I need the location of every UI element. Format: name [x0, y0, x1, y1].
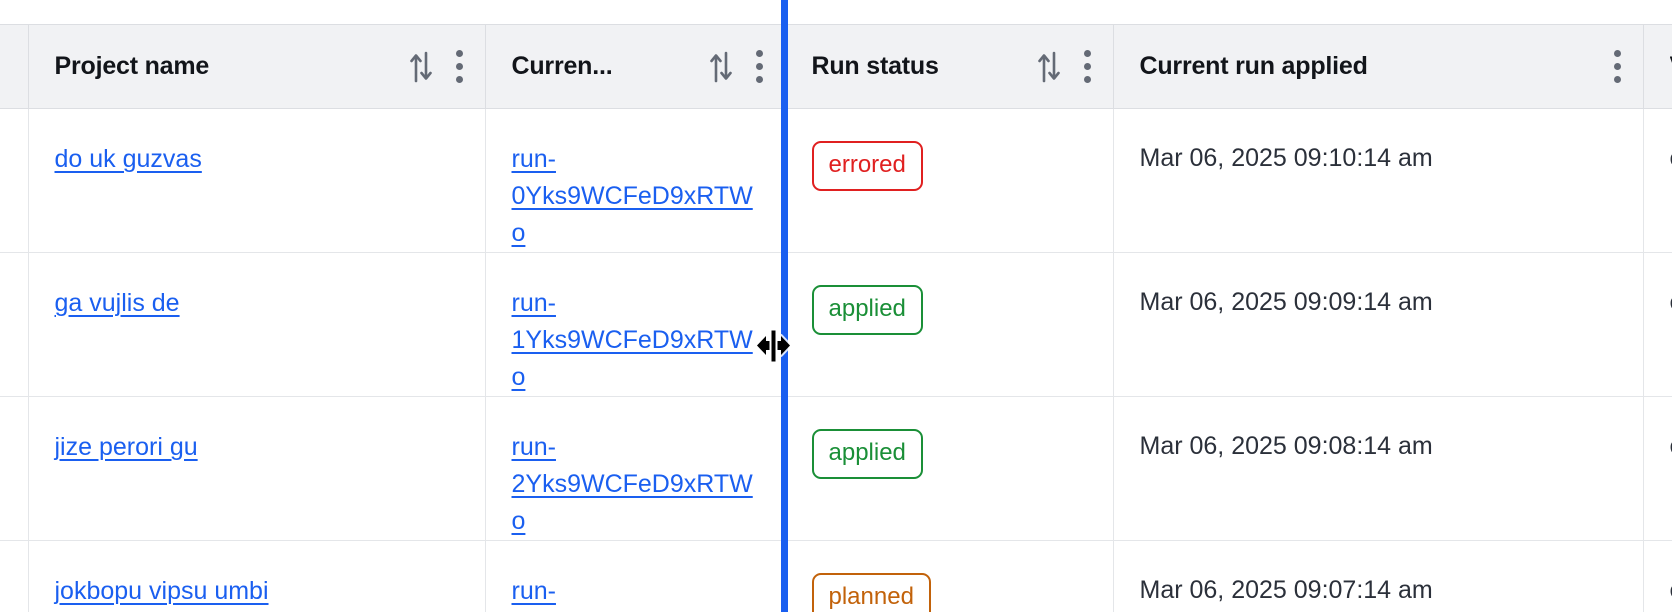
- cell-current-run-applied: Mar 06, 2025 09:08:14 am: [1113, 396, 1644, 541]
- cell-extra: e: [1643, 396, 1672, 541]
- cell-current-run: run-2Yks9WCFeD9xRTWo: [485, 396, 786, 541]
- table-row[interactable]: jize perori gu run-2Yks9WCFeD9xRTWo appl…: [0, 396, 1672, 541]
- kebab-dot: [755, 50, 763, 57]
- row-select-cell[interactable]: [0, 540, 29, 612]
- project-name-link[interactable]: ga vujlis de: [54, 289, 180, 317]
- column-header-current-run-applied[interactable]: Current run applied: [1113, 24, 1644, 109]
- cell-project-name: ga vujlis de: [28, 252, 486, 397]
- projects-table: Project name: [0, 24, 1672, 612]
- kebab-dot: [1613, 50, 1621, 57]
- kebab-dot: [1613, 76, 1621, 83]
- cell-extra: e: [1643, 540, 1672, 612]
- extra-value: e: [1670, 576, 1672, 604]
- project-name-link[interactable]: jize perori gu: [54, 433, 198, 461]
- kebab-dot: [1083, 76, 1091, 83]
- table-header: Project name: [0, 24, 1672, 109]
- sort-icon[interactable]: [406, 50, 436, 84]
- extra-value: e: [1670, 432, 1672, 460]
- cell-run-status: applied: [785, 396, 1114, 541]
- cell-current-run-applied: Mar 06, 2025 09:09:14 am: [1113, 252, 1644, 397]
- column-header-label-project-name: Project name: [54, 52, 210, 80]
- column-header-label-current-run-applied: Current run applied: [1139, 52, 1368, 80]
- cell-current-run-applied: Mar 06, 2025 09:07:14 am: [1113, 540, 1644, 612]
- cell-current-run: run-3Yks9WCFeD9xRTWo: [485, 540, 786, 612]
- cell-project-name: do uk guzvas: [28, 108, 486, 253]
- projects-table-scroll-area[interactable]: Project name: [0, 24, 1672, 612]
- row-select-cell[interactable]: [0, 108, 29, 253]
- column-header-extra[interactable]: V: [1643, 24, 1672, 109]
- cell-extra: e: [1643, 108, 1672, 253]
- status-badge: planned: [811, 573, 931, 612]
- project-name-link[interactable]: do uk guzvas: [54, 145, 202, 173]
- table-row[interactable]: jokbopu vipsu umbi run-3Yks9WCFeD9xRTWo …: [0, 540, 1672, 612]
- current-run-applied-value: Mar 06, 2025 09:07:14 am: [1139, 576, 1433, 604]
- row-select-cell[interactable]: [0, 396, 29, 541]
- current-run-link[interactable]: run-3Yks9WCFeD9xRTWo: [511, 577, 556, 605]
- current-run-link[interactable]: run-1Yks9WCFeD9xRTWo: [511, 289, 753, 391]
- column-header-label-extra: V: [1670, 52, 1672, 81]
- kebab-dot: [1613, 63, 1621, 70]
- table-header-row: Project name: [0, 24, 1672, 109]
- kebab-dot: [1083, 50, 1091, 57]
- column-header-current-run[interactable]: Curren...: [485, 24, 786, 109]
- column-header-select[interactable]: [0, 24, 29, 109]
- kebab-dot: [755, 63, 763, 70]
- row-select-cell[interactable]: [0, 252, 29, 397]
- column-header-label-current-run: Curren...: [511, 52, 613, 80]
- kebab-dot: [1083, 63, 1091, 70]
- current-run-link[interactable]: run-2Yks9WCFeD9xRTWo: [511, 433, 753, 535]
- cell-current-run-applied: Mar 06, 2025 09:10:14 am: [1113, 108, 1644, 253]
- sort-icon[interactable]: [706, 50, 736, 84]
- cell-current-run: run-0Yks9WCFeD9xRTWo: [485, 108, 786, 253]
- kebab-dot: [455, 76, 463, 83]
- column-header-run-status[interactable]: Run status: [785, 24, 1114, 109]
- kebab-dot: [455, 50, 463, 57]
- current-run-link[interactable]: run-0Yks9WCFeD9xRTWo: [511, 145, 753, 247]
- column-header-label-run-status: Run status: [811, 52, 939, 80]
- current-run-applied-value: Mar 06, 2025 09:09:14 am: [1139, 288, 1433, 316]
- column-menu-icon-current-run-applied[interactable]: [1613, 50, 1621, 83]
- table-body: do uk guzvas run-0Yks9WCFeD9xRTWo errore…: [0, 108, 1672, 612]
- extra-value: e: [1670, 288, 1672, 316]
- table-row[interactable]: ga vujlis de run-1Yks9WCFeD9xRTWo applie…: [0, 252, 1672, 397]
- cell-current-run: run-1Yks9WCFeD9xRTWo: [485, 252, 786, 397]
- column-menu-icon-run-status[interactable]: [1083, 50, 1091, 83]
- column-header-project-name[interactable]: Project name: [28, 24, 486, 109]
- cell-run-status: applied: [785, 252, 1114, 397]
- status-badge: errored: [811, 141, 923, 191]
- project-name-link[interactable]: jokbopu vipsu umbi: [54, 577, 269, 605]
- table-row[interactable]: do uk guzvas run-0Yks9WCFeD9xRTWo errore…: [0, 108, 1672, 253]
- cell-extra: e: [1643, 252, 1672, 397]
- current-run-applied-value: Mar 06, 2025 09:10:14 am: [1139, 144, 1433, 172]
- cell-run-status: planned: [785, 540, 1114, 612]
- current-run-applied-value: Mar 06, 2025 09:08:14 am: [1139, 432, 1433, 460]
- cell-project-name: jokbopu vipsu umbi: [28, 540, 486, 612]
- cell-project-name: jize perori gu: [28, 396, 486, 541]
- cell-run-status: errored: [785, 108, 1114, 253]
- kebab-dot: [755, 76, 763, 83]
- column-menu-icon-current-run[interactable]: [755, 50, 763, 83]
- extra-value: e: [1670, 144, 1672, 172]
- status-badge: applied: [811, 285, 923, 335]
- column-menu-icon-project-name[interactable]: [455, 50, 463, 83]
- sort-icon[interactable]: [1034, 50, 1064, 84]
- status-badge: applied: [811, 429, 923, 479]
- kebab-dot: [455, 63, 463, 70]
